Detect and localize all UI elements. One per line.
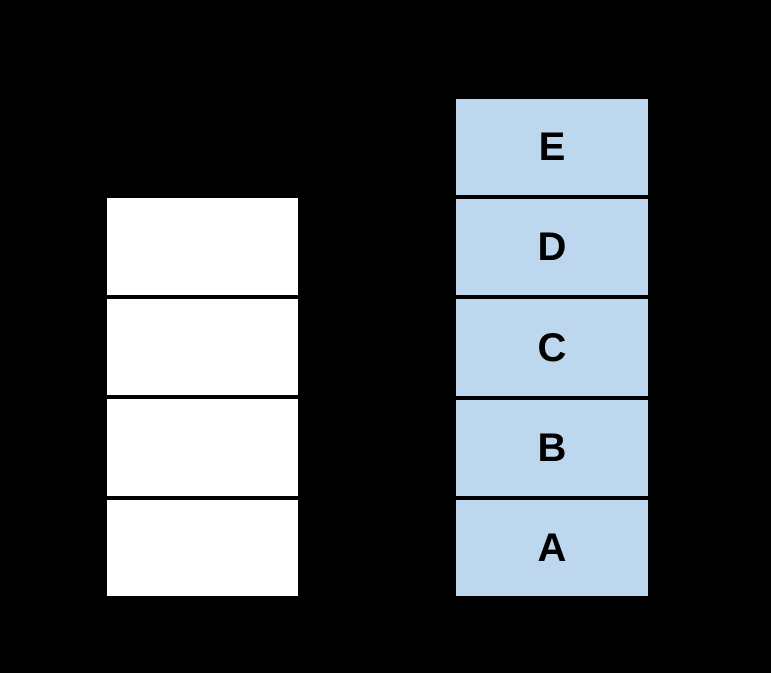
right-stack-box-label: E [538,125,566,170]
left-stack-box [107,399,298,496]
left-stack [107,198,298,596]
right-stack-box-label: B [537,425,567,470]
right-stack-box-e: E [456,99,648,196]
right-stack-box-label: A [537,525,567,570]
right-stack: E D C B A [456,99,648,597]
right-stack-box-a: A [456,499,648,597]
right-stack-box-b: B [456,399,648,496]
right-stack-box-d: D [456,199,648,296]
left-stack-box [107,298,298,395]
right-stack-box-label: C [537,325,567,370]
right-stack-box-label: D [537,225,567,270]
right-stack-box-c: C [456,299,648,396]
left-stack-box [107,499,298,596]
left-stack-box [107,198,298,295]
